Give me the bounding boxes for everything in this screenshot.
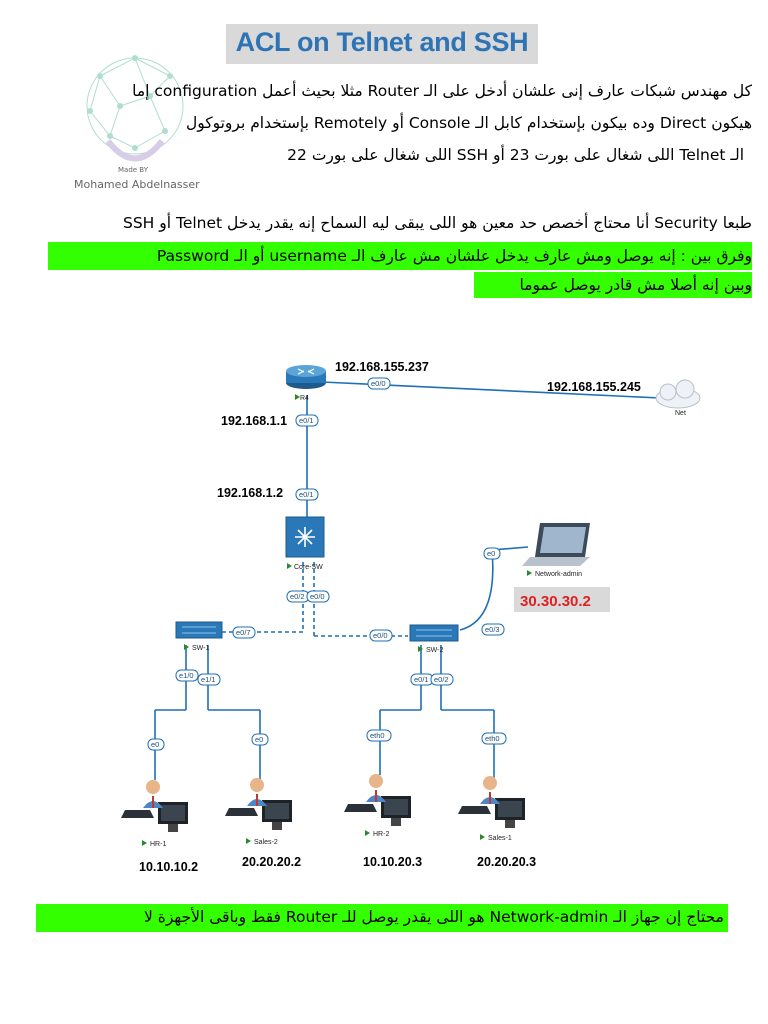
- port-sw2-e02: e0/2: [434, 675, 449, 684]
- ip-router-wan: 192.168.155.237: [335, 360, 429, 374]
- ip-cloud: 192.168.155.245: [547, 380, 641, 394]
- port-sw2-e01: e0/1: [414, 675, 429, 684]
- port-sw2-e00: e0/0: [373, 631, 388, 640]
- pc-hr1-label: HR-1: [150, 841, 166, 848]
- security-line-3: وبين إنه أصلا مش قادر يوصل عموما: [519, 276, 752, 294]
- admin-label: Network-admin: [535, 571, 582, 578]
- intro-line-2: هيكون Direct وده بيكون بإستخدام كابل الـ…: [185, 114, 752, 132]
- port-sales2-e0: e0: [255, 735, 263, 744]
- port-r4-e01: e0/1: [299, 416, 314, 425]
- security-line-2: وفرق بين : إنه يوصل ومش عارف يدخل علشان …: [156, 247, 752, 265]
- cloud-label: Net: [675, 410, 686, 417]
- router-label: R4: [300, 395, 309, 402]
- core-switch-icon[interactable]: [285, 516, 325, 558]
- port-hr1-e0: e0: [151, 740, 159, 749]
- port-sales1-eth0: eth0: [485, 734, 500, 743]
- pc-hr2-label: HR-2: [373, 831, 389, 838]
- port-admin-e0: e0: [487, 549, 495, 558]
- pc-sales1-label: Sales-1: [488, 835, 512, 842]
- title-banner: ACL on Telnet and SSH: [226, 24, 538, 64]
- ip-router-lan: 192.168.1.1: [221, 414, 287, 428]
- core-switch-label: Core-SW: [294, 564, 323, 571]
- port-core-e01: e0/1: [299, 490, 314, 499]
- intro-line-1: كل مهندس شبكات عارف إنى علشان أدخل على ا…: [132, 82, 752, 100]
- highlight-band-2: [474, 272, 752, 298]
- port-core-e00: e0/0: [310, 592, 325, 601]
- pc-sales2-label: Sales-2: [254, 839, 278, 846]
- switch-2-icon[interactable]: [409, 624, 459, 642]
- switch-1-label: SW-1: [192, 645, 209, 652]
- ip-sales1: 20.20.20.3: [477, 855, 536, 869]
- pc-hr1-icon[interactable]: [121, 780, 188, 832]
- highlight-band-1: [48, 242, 752, 270]
- port-sw1-e11: e1/1: [201, 675, 216, 684]
- page-title: ACL on Telnet and SSH: [235, 27, 529, 57]
- port-sw1-e07: e0/7: [236, 628, 251, 637]
- ip-core-up: 192.168.1.2: [217, 486, 283, 500]
- switch-1-icon[interactable]: [175, 621, 223, 639]
- ip-hr2: 10.10.20.3: [363, 855, 422, 869]
- router-icon[interactable]: [286, 365, 326, 389]
- port-sw2-e03: e0/3: [485, 625, 500, 634]
- security-line-1: طبعا Security أنا محتاج أخصص حد معين هو …: [122, 214, 752, 232]
- port-core-e02: e0/2: [290, 592, 305, 601]
- ip-sales2: 20.20.20.2: [242, 855, 301, 869]
- watermark-made-by: Made BY: [118, 166, 148, 174]
- ip-hr1: 10.10.10.2: [139, 860, 198, 874]
- port-sw1-e10: e1/0: [179, 671, 194, 680]
- watermark-logo: [86, 55, 184, 162]
- watermark-author: Mohamed Abdelnasser: [74, 178, 200, 191]
- admin-ip: 30.30.30.2: [520, 593, 591, 610]
- switch-2-label: SW-2: [426, 647, 443, 654]
- laptop-icon[interactable]: [522, 523, 590, 566]
- port-r4-e00: e0/0: [371, 379, 386, 388]
- port-hr2-eth0: eth0: [370, 731, 385, 740]
- pc-sales2-icon[interactable]: [225, 778, 292, 830]
- intro-line-3: الـ Telnet اللى شغال على بورت 23 أو SSH …: [287, 146, 744, 164]
- admin-ip-bg: [514, 587, 610, 612]
- cloud-icon[interactable]: [655, 379, 701, 409]
- footer-highlight: [36, 904, 728, 932]
- footer-note: محتاج إن جهاز الـ Network-admin هو اللى …: [143, 908, 724, 926]
- pc-hr2-icon[interactable]: [344, 774, 411, 826]
- pc-sales1-icon[interactable]: [458, 776, 525, 828]
